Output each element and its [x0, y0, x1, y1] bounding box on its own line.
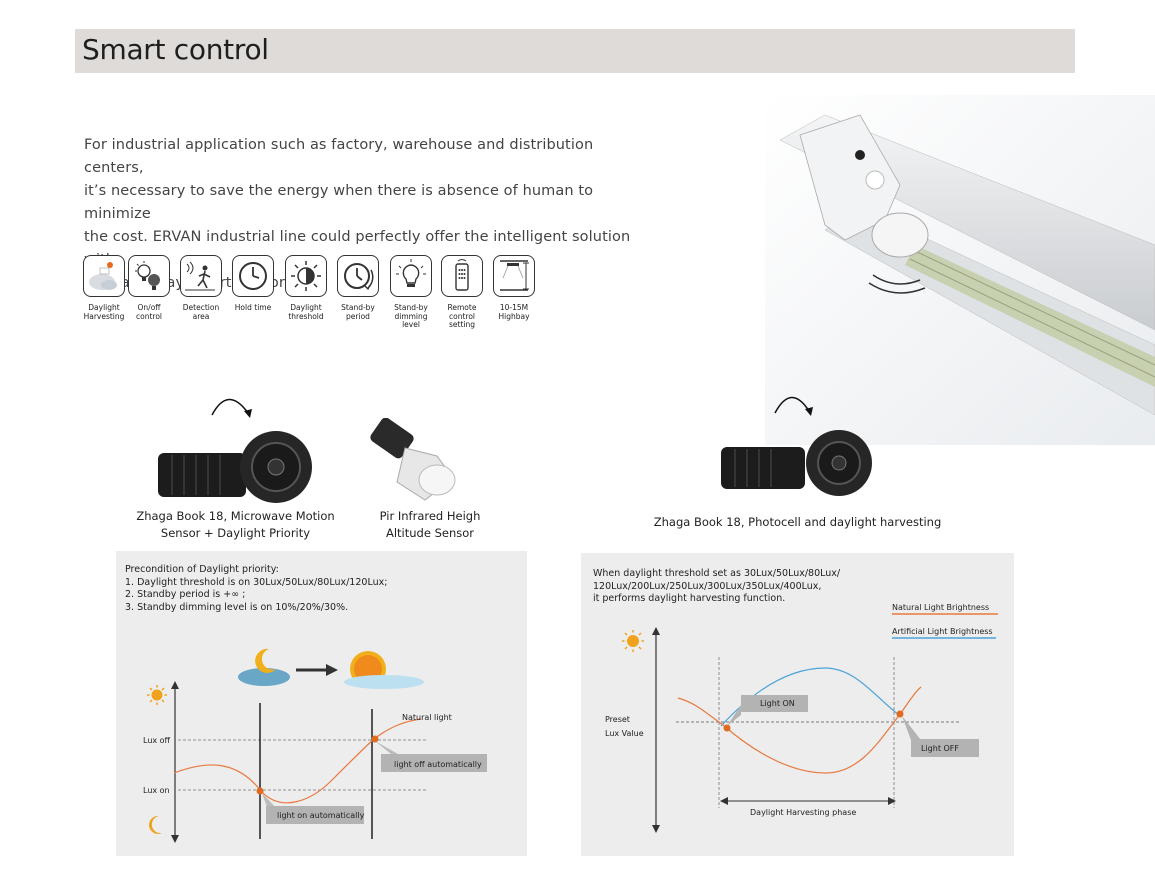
precondition-line: Precondition of Daylight priority: [125, 564, 279, 575]
pir-sensor-image [365, 417, 465, 513]
caption-line: Pir Infrared Heigh [379, 509, 481, 523]
daylight-priority-chart: Lux off Lux on Natural light light off a… [143, 648, 487, 843]
microwave-sensor-caption: Zhaga Book 18, Microwave Motion Sensor +… [128, 508, 343, 542]
precondition-line: 1. Daylight threshold is on 30Lux/50Lux/… [125, 576, 388, 588]
icon-label-line: Stand-by [394, 303, 428, 312]
daylight-harvesting-panel: When daylight threshold set as 30Lux/50L… [581, 553, 1014, 856]
caption-line: Zhaga Book 18, Microwave Motion [136, 509, 335, 523]
threshold-text: When daylight threshold set as 30Lux/50L… [593, 568, 840, 606]
photocell-sensor-image [715, 385, 880, 510]
light-on-callout [266, 806, 364, 824]
intro-line: For industrial application such as facto… [84, 137, 594, 176]
icon-label-line: Harvesting [83, 311, 125, 321]
icon-label-line: On/off [137, 303, 161, 312]
feature-detection-area: Detection area [175, 255, 227, 321]
feature-remote-control-setting: Remote control setting [436, 255, 488, 330]
icon-label-line: period [346, 311, 370, 321]
stand-by-period-icon [337, 255, 379, 297]
caption-line: Zhaga Book 18, Photocell and daylight ha… [653, 515, 942, 529]
hold-time-icon [232, 255, 274, 297]
highbay-icon [493, 255, 535, 297]
sun-icon [147, 685, 167, 705]
icon-label-line: Daylight [290, 303, 322, 312]
feature-stand-by-period: Stand-by period [332, 255, 384, 321]
icon-label-line: Stand-by [341, 303, 375, 312]
feature-on-off-control: On/off control [123, 255, 175, 321]
feature-daylight-threshold: Daylight threshold [280, 255, 332, 321]
feature-hold-time: Hold time [227, 255, 279, 313]
precondition-line: 3. Standby dimming level is on 10%/20%/3… [125, 601, 349, 613]
precondition-line: 2. Standby period is +∞ ; [125, 589, 246, 600]
feature-highbay: 10-15M Highbay [488, 255, 540, 321]
phase-label: Daylight Harvesting phase [750, 808, 856, 817]
icon-label-line: level [402, 320, 420, 329]
light-on-marker [723, 724, 731, 732]
icon-label-line: 10-15M [499, 303, 529, 312]
on-off-control-icon [128, 255, 170, 297]
icon-label-line: Detection [182, 303, 220, 312]
daylight-harvesting-chart: Natural Light Brightness Artificial Ligh… [605, 603, 998, 833]
microwave-sensor-image [150, 385, 320, 510]
page-title: Smart control [82, 33, 269, 66]
natural-light-label: Natural light [402, 713, 452, 722]
legend-natural: Natural Light Brightness [892, 603, 989, 612]
light-off-label: light off automatically [394, 760, 482, 769]
legend-artificial: Artificial Light Brightness [892, 627, 993, 636]
sun-icon [622, 630, 644, 652]
moon-icon [622, 801, 637, 824]
icon-label-line: control [136, 311, 162, 321]
feature-icons: Daylight Harvesting On/off control [78, 255, 548, 340]
daylight-priority-panel: Precondition of Daylight priority: 1. Da… [116, 551, 527, 856]
feature-stand-by-dimming-level: Stand-by dimming level [385, 255, 437, 330]
light-off-marker [371, 735, 379, 743]
icon-label-line: threshold [288, 311, 324, 321]
lux-on-label: Lux on [143, 786, 170, 795]
daylight-harvesting-icon [83, 255, 125, 297]
luminaire-image [765, 95, 1155, 445]
icon-label-line: dimming [394, 311, 428, 321]
threshold-line: When daylight threshold set as 30Lux/50L… [593, 568, 841, 579]
icon-label-line: Daylight [88, 303, 120, 312]
intro-line: it’s necessary to save the energy when t… [84, 183, 594, 222]
icon-label-line: control [449, 311, 475, 321]
threshold-line: it performs daylight harvesting function… [593, 593, 786, 604]
light-off-callout [911, 739, 979, 757]
icon-label-line: Highbay [498, 311, 530, 321]
caption-line: Altitude Sensor [385, 526, 474, 540]
moon-icon [148, 815, 162, 834]
feature-daylight-harvesting: Daylight Harvesting [78, 255, 130, 321]
caption-line: Sensor + Daylight Priority [160, 526, 311, 540]
preset-label: Preset [605, 715, 630, 724]
photocell-sensor-caption: Zhaga Book 18, Photocell and daylight ha… [630, 514, 965, 531]
light-on-callout [741, 695, 808, 712]
detection-area-icon [180, 255, 222, 297]
natural-light-curve [173, 718, 422, 804]
icon-label-line: Remote [447, 303, 477, 312]
daylight-threshold-icon [285, 255, 327, 297]
light-off-marker [896, 710, 904, 718]
remote-control-setting-icon [441, 255, 483, 297]
stand-by-dimming-level-icon [390, 255, 432, 297]
title-bar: Smart control [75, 29, 1075, 73]
preset-lux-label: Lux Value [605, 729, 644, 738]
lux-off-label: Lux off [143, 736, 171, 745]
light-off-callout [381, 754, 487, 772]
pir-sensor-caption: Pir Infrared Heigh Altitude Sensor [360, 508, 500, 542]
light-on-marker [256, 787, 264, 795]
light-on-label: Light ON [760, 699, 795, 708]
threshold-line: 120Lux/200Lux/250Lux/300Lux/350Lux/400Lu… [593, 580, 822, 592]
light-off-label: Light OFF [921, 744, 959, 753]
light-on-label: light on automatically [277, 811, 365, 820]
precondition-text: Precondition of Daylight priority: 1. Da… [125, 564, 387, 614]
night-to-day-illustration [238, 648, 424, 689]
natural-light-curve [677, 686, 922, 774]
icon-label-line: Hold time [234, 303, 272, 312]
icon-label-line: setting [448, 320, 475, 329]
icon-label-line: area [192, 311, 210, 321]
